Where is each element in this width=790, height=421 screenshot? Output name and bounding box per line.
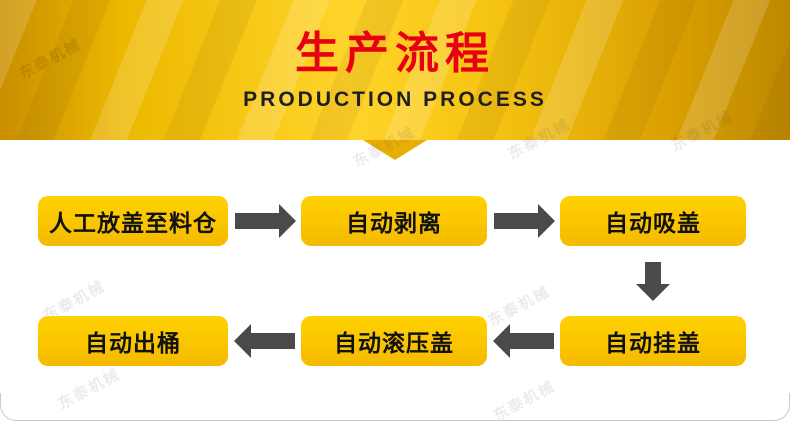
banner-notch-icon [363,140,427,160]
process-flow: 人工放盖至料仓 自动剥离 自动吸盖 自动出桶 自动滚压盖 自动挂盖 [38,196,746,366]
banner-subtitle: PRODUCTION PROCESS [243,88,547,112]
arrow-right-icon [234,213,279,229]
flow-step: 自动滚压盖 [301,316,487,366]
banner: 生产流程 PRODUCTION PROCESS [0,0,790,160]
flow-step: 自动吸盖 [560,196,746,246]
arrow-right-icon [493,213,538,229]
arrow-down-icon [645,262,661,284]
arrow-left-icon [250,333,295,349]
flow-step: 人工放盖至料仓 [38,196,228,246]
banner-title: 生产流程 [295,29,495,78]
flow-step: 自动出桶 [38,316,228,366]
flow-step: 自动挂盖 [560,316,746,366]
watermark: 东泰机械 [490,377,559,421]
watermark: 东泰机械 [55,365,124,413]
card-bottom-edge [0,393,790,421]
flow-step: 自动剥离 [301,196,487,246]
arrow-left-icon [509,333,554,349]
